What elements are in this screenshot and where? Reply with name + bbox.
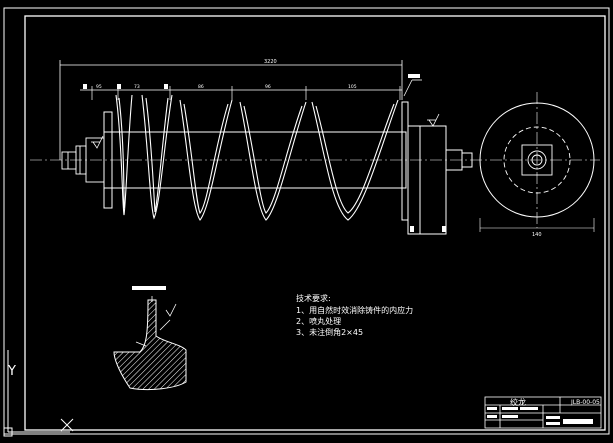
sheet-outer-border [3,7,610,435]
tech-requirement-item-2: 2、喷丸处理 [296,317,342,326]
right-flange [401,101,473,235]
title-block-code: JLB-00-05 [571,399,600,406]
tech-requirement-item-1: 1、用自然时效消除铸件的内应力 [296,306,414,315]
title-block-fills [487,407,593,425]
sheet-inner-border [24,15,606,431]
roughness-symbol-icon [165,303,177,317]
title-block [484,396,602,429]
leader-note-box [408,74,420,78]
leader-note [403,79,422,97]
svg-text:105: 105 [348,84,357,90]
svg-text:95: 95 [96,84,102,90]
svg-text:86: 86 [198,84,204,90]
overall-length-label: 3220 [264,59,277,65]
tech-requirements-title: 技术要求: [296,294,331,303]
dimension-ticks [83,84,168,89]
ucs-axis-icon [3,350,74,437]
svg-text:96: 96 [265,84,271,90]
roughness-symbol-icon [91,113,440,149]
ucs-y-label: Y [8,364,16,379]
end-view-width-label: 140 [532,232,542,238]
helix-flights [115,94,399,221]
svg-text:73: 73 [134,84,140,90]
detail-section [113,286,187,391]
segment-labels: 95 73 86 96 105 [96,84,357,90]
overall-dimension [59,60,403,160]
title-block-name: 绞龙 [510,398,526,407]
flange-markers [410,226,446,232]
tech-requirement-item-3: 3、未注倒角2×45 [296,328,364,337]
end-view [479,92,595,232]
